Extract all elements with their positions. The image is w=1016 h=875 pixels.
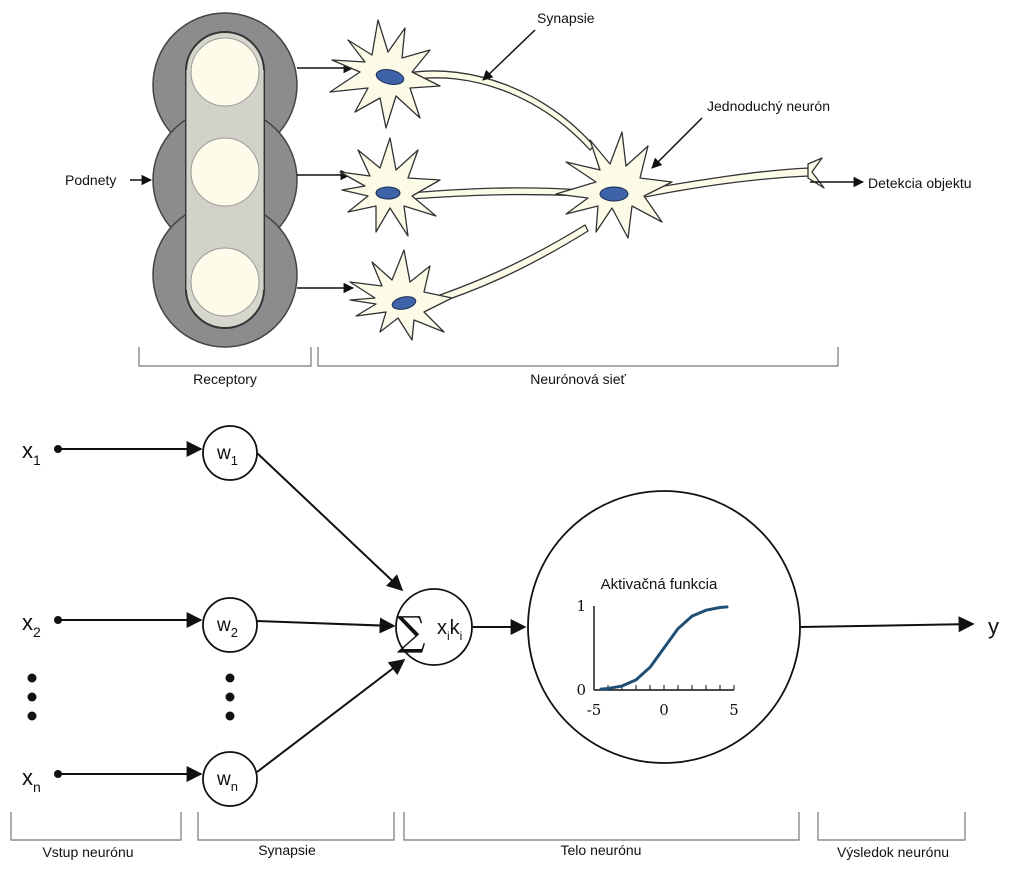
bracket-neuronova-siet — [317, 347, 839, 367]
nuclei — [375, 69, 629, 310]
label-vstup-neuronu: Vstup neurónu — [42, 844, 133, 860]
inputs: x1 x2 xn — [22, 438, 62, 795]
weight-w2: w2 — [216, 615, 238, 640]
neuron-body-out — [555, 131, 673, 239]
weights: w1 w2 wn — [202, 425, 258, 807]
weight-node-2 — [202, 597, 258, 653]
nucleus-out — [599, 186, 629, 202]
chart-x-tick-labels: -5 0 5 — [587, 701, 739, 719]
receptor-arrows — [130, 62, 355, 294]
label-synapsie-top: Synapsie — [537, 10, 595, 26]
neuron-body-circle — [527, 490, 801, 764]
label-vysledok-neuronu: Výsledok neurónu — [837, 844, 949, 860]
bracket-receptory — [138, 347, 312, 367]
weight-node-n — [202, 751, 258, 807]
axon-terminal — [807, 157, 825, 189]
label-podnety: Podnety — [65, 172, 116, 188]
annotation-arrows — [482, 29, 865, 188]
arrow-w1-sum — [256, 452, 404, 592]
chart-x-tick-label: -5 — [587, 701, 602, 719]
chart-x-minor-ticks — [593, 685, 735, 690]
receptor-cell-1 — [190, 37, 260, 107]
activation-title: Aktivačná funkcia — [601, 576, 718, 593]
neurons — [329, 19, 825, 341]
chart-y-tick-labels: 01 — [576, 597, 586, 699]
arrow-output — [799, 616, 975, 633]
axon-1 — [407, 70, 595, 151]
chart-x-tick-label: 0 — [659, 701, 669, 719]
activation-curve — [599, 605, 729, 691]
bracket-telo — [403, 812, 800, 841]
arrow-jednoduchy-neuron — [651, 117, 703, 169]
arrow-wn-sum — [256, 659, 406, 773]
output-y: y — [988, 614, 999, 639]
bracket-vysledok — [817, 812, 966, 841]
arrow-w2-sum — [256, 617, 396, 634]
bracket-vstup — [10, 812, 182, 841]
nucleus-2 — [375, 186, 401, 200]
weight-arrows — [256, 452, 406, 773]
sum-expression: xiki — [437, 617, 462, 643]
bottom-brackets — [10, 812, 966, 841]
label-telo-neuronu: Telo neurónu — [561, 842, 642, 858]
input-arrows — [58, 441, 203, 782]
nucleus-3 — [391, 296, 417, 310]
label-receptory: Receptory — [193, 371, 257, 387]
axon-3 — [419, 224, 589, 309]
label-jednoduchy-neuron: Jednoduchý neurón — [707, 98, 830, 114]
sum-circle — [395, 588, 473, 666]
summation-node: ∑ xiki — [395, 588, 473, 666]
chart-y-tick-label: 0 — [576, 681, 586, 699]
label-neuronova-siet: Neurónová sieť — [530, 371, 626, 387]
receptor-cell-3 — [190, 247, 260, 317]
weight-ellipsis — [225, 673, 235, 721]
chart-x-tick-label: 5 — [729, 701, 739, 719]
input-ellipsis — [27, 673, 37, 721]
label-synapsie-bottom: Synapsie — [258, 842, 316, 858]
chart-curve-layer — [599, 605, 729, 691]
weight-w1: w1 — [216, 443, 238, 468]
input-xn: xn — [22, 765, 41, 795]
neuron-body-3 — [349, 249, 453, 341]
label-detekcia-objektu: Detekcia objektu — [868, 175, 972, 191]
receptors — [152, 12, 298, 348]
weight-wn: wn — [216, 769, 238, 794]
input-x1: x1 — [22, 438, 41, 468]
receptor-cell-2 — [190, 137, 260, 207]
sum-symbol: ∑ — [397, 609, 426, 655]
input-x2: x2 — [22, 610, 41, 640]
arrow-synapsie — [482, 29, 536, 81]
bracket-synapsie — [197, 812, 395, 841]
chart-y-tick-label: 1 — [576, 597, 586, 615]
top-brackets — [138, 347, 839, 367]
nucleus-1 — [375, 69, 405, 85]
